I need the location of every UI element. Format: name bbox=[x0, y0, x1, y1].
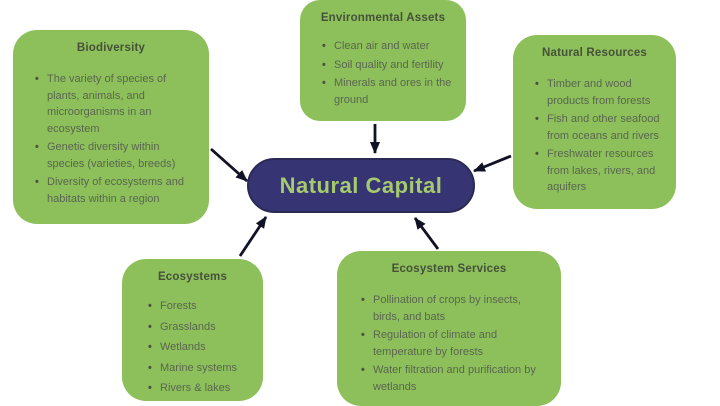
box-biodiversity: Biodiversity The variety of species of p… bbox=[13, 30, 209, 224]
list-item: Forests bbox=[148, 298, 251, 315]
box-natural-resources-title: Natural Resources bbox=[541, 47, 648, 59]
list-item: Timber and wood products from forests bbox=[535, 76, 664, 109]
list-item: Minerals and ores in the ground bbox=[322, 75, 454, 108]
box-ecosystems-title: Ecosystems bbox=[157, 271, 228, 283]
list-item: Wetlands bbox=[148, 339, 251, 356]
center-node-label: Natural Capital bbox=[279, 172, 443, 198]
list-item: Grasslands bbox=[148, 319, 251, 336]
arrow-ecosystem-services-to-center bbox=[413, 217, 440, 250]
list-item: Freshwater resources from lakes, rivers,… bbox=[535, 146, 664, 196]
list-item: Rivers & lakes bbox=[148, 380, 251, 397]
list-item: Diversity of ecosystems and habitats wit… bbox=[35, 174, 197, 207]
arrow-ecosystems-to-center bbox=[238, 216, 268, 257]
box-ecosystem-services: Ecosystem Services Pollination of crops … bbox=[337, 251, 561, 406]
list-item: Pollination of crops by insects, birds, … bbox=[361, 292, 549, 325]
list-item: Clean air and water bbox=[322, 38, 454, 55]
box-ecosystems: Ecosystems Forests Grasslands Wetlands M… bbox=[122, 259, 263, 401]
box-environmental-assets-title: Environmental Assets bbox=[320, 12, 446, 24]
arrow-natural-resources-to-center bbox=[473, 154, 512, 173]
box-environmental-assets: Environmental Assets Clean air and water… bbox=[300, 0, 466, 121]
box-biodiversity-list: The variety of species of plants, animal… bbox=[23, 71, 199, 207]
list-item: Marine systems bbox=[148, 360, 251, 377]
list-item: Soil quality and fertility bbox=[322, 57, 454, 74]
box-ecosystems-list: Forests Grasslands Wetlands Marine syste… bbox=[132, 298, 253, 397]
list-item: Fish and other seafood from oceans and r… bbox=[535, 111, 664, 144]
box-biodiversity-title: Biodiversity bbox=[76, 42, 146, 54]
list-item: Genetic diversity within species (variet… bbox=[35, 139, 197, 172]
box-environmental-assets-list: Clean air and water Soil quality and fer… bbox=[310, 38, 456, 108]
arrow-biodiversity-to-center bbox=[210, 147, 248, 183]
box-ecosystem-services-list: Pollination of crops by insects, birds, … bbox=[347, 292, 551, 395]
list-item: Regulation of climate and temperature by… bbox=[361, 327, 549, 360]
list-item: Water filtration and purification by wet… bbox=[361, 362, 549, 395]
box-natural-resources-list: Timber and wood products from forests Fi… bbox=[523, 76, 666, 196]
box-natural-resources: Natural Resources Timber and wood produc… bbox=[513, 35, 676, 209]
list-item: The variety of species of plants, animal… bbox=[35, 71, 197, 137]
center-node-natural-capital: Natural Capital bbox=[247, 158, 475, 213]
box-ecosystem-services-title: Ecosystem Services bbox=[391, 263, 507, 275]
